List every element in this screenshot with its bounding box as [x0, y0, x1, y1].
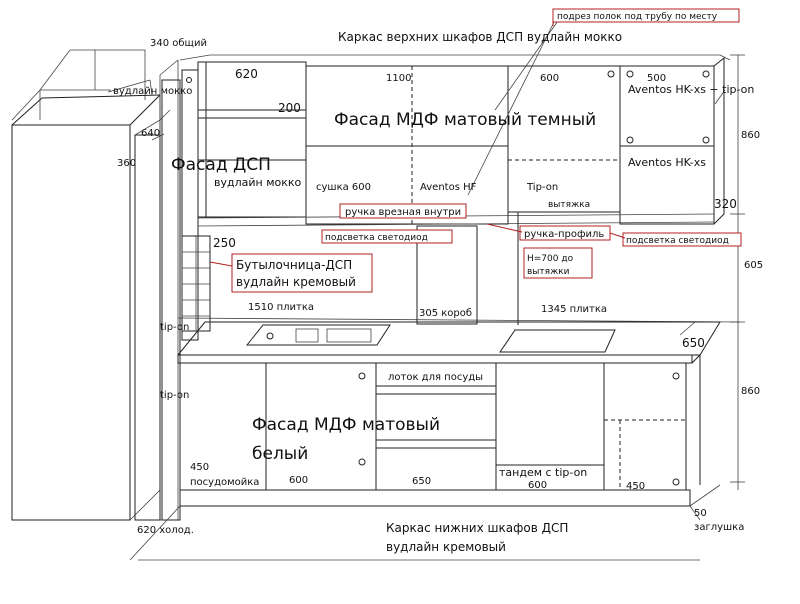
dim-650-bottom: 650 — [412, 476, 431, 487]
dim-1100: 1100 — [386, 73, 411, 84]
plug-label: заглушка — [694, 522, 744, 533]
dim-250: 250 — [213, 236, 236, 250]
tandem: тандем с tip-on — [499, 466, 587, 479]
dim-600-upper: 600 — [540, 73, 559, 84]
tip-on-upper: Tip-on — [526, 182, 558, 193]
bottom-title-line1: Каркас нижних шкафов ДСП — [386, 521, 568, 535]
fridge-column — [11, 49, 199, 521]
hood-height-line1: H=700 до — [527, 254, 574, 264]
dim-650-top: 650 — [682, 336, 705, 350]
aventos-hk-bottom: Aventos HK-xs — [628, 156, 706, 169]
total-depth: 340 общий — [150, 38, 207, 49]
hood-label: вытяжка — [548, 200, 590, 210]
dish-tray: лоток для посуды — [388, 372, 483, 383]
box-305: 305 короб — [419, 308, 472, 319]
dim-500: 500 — [647, 73, 666, 84]
dim-860-bottom: 860 — [741, 386, 760, 397]
woodline-mokko-mid: вудлайн мокко — [214, 176, 302, 189]
dim-200: 200 — [278, 101, 301, 115]
lower-cabinets — [129, 362, 721, 561]
handle-profile: ручка-профиль — [524, 229, 604, 240]
facade-white-line2: белый — [252, 444, 308, 464]
facade-dsp: Фасад ДСП — [171, 155, 271, 175]
led-right: подсветка светодиод — [626, 236, 729, 246]
handle-inset: ручка врезная внутри — [345, 207, 461, 218]
aventos-hk-top: Aventos HK-xs + tip-on — [628, 83, 754, 96]
facade-dark: Фасад МДФ матовый темный — [334, 110, 596, 130]
dim-600-bottom-a: 600 — [289, 475, 308, 486]
dim-450-bottom: 450 — [626, 481, 645, 492]
text-labels: Каркас верхних шкафов ДСП вудлайн мокко … — [113, 12, 763, 554]
dryer-600: сушка 600 — [316, 182, 371, 193]
dim-860-top: 860 — [741, 130, 760, 141]
dim-450-left: 450 — [190, 462, 209, 473]
dim-50: 50 — [694, 508, 707, 519]
dim-360: 360 — [117, 158, 136, 169]
facade-white-line1: Фасад МДФ матовый — [252, 415, 440, 435]
label-boxes — [209, 8, 742, 293]
dim-640: 640 — [141, 128, 160, 139]
dim-605: 605 — [744, 260, 763, 271]
dim-600-bottom-b: 600 — [528, 480, 547, 491]
tile-1345: 1345 плитка — [541, 304, 607, 315]
bottle-holder-line2: вудлайн кремовый — [236, 275, 356, 289]
dim-620-upper: 620 — [235, 67, 258, 81]
led-left: подсветка светодиод — [325, 233, 428, 243]
tip-on-side2: tip-on — [160, 390, 189, 401]
bottle-holder-line1: Бутылочница-ДСП — [236, 258, 352, 272]
leaders — [107, 79, 726, 141]
top-title: Каркас верхних шкафов ДСП вудлайн мокко — [338, 30, 622, 44]
dishwasher: посудомойка — [190, 477, 259, 488]
aventos-hf: Aventos HF — [420, 182, 477, 193]
bottom-title-line2: вудлайн кремовый — [386, 540, 506, 554]
shelf-note: подрез полок под трубу по месту — [557, 12, 718, 22]
dim-320: 320 — [714, 197, 737, 211]
right-dimensions — [689, 54, 745, 521]
woodline-mokko-left: вудлайн мокко — [113, 86, 192, 97]
tile-1510: 1510 плитка — [248, 302, 314, 313]
tip-on-side: tip-on — [160, 322, 189, 333]
fridge-label: 620 холод. — [137, 525, 194, 536]
hood-height-line2: вытяжки — [527, 267, 570, 277]
